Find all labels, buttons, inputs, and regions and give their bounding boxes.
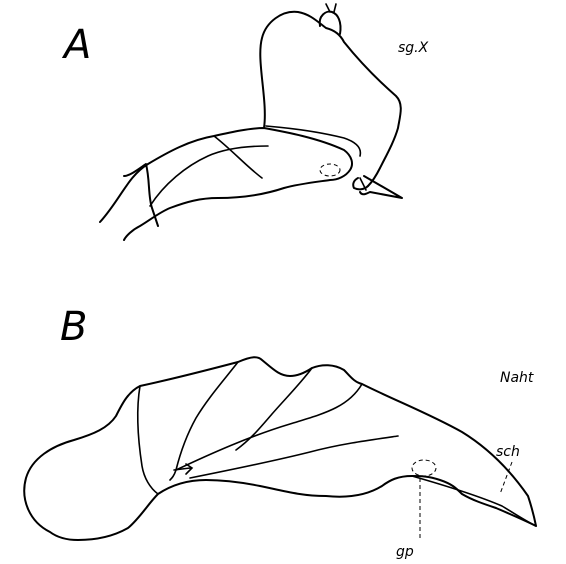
body-a-outline	[100, 128, 352, 240]
genital-pore-b	[412, 460, 436, 476]
sheath-leader	[500, 462, 512, 494]
bristle-2	[334, 4, 336, 12]
body-a-fold-right	[214, 136, 262, 178]
body-a-fold-mid	[150, 146, 268, 206]
segment-label: sg.X	[398, 40, 429, 56]
body-b-inner-4	[176, 384, 362, 470]
panel-b: B Naht sch gp	[24, 304, 536, 560]
segment-x-lobe	[260, 12, 400, 186]
panel-a: A sg.X	[61, 4, 429, 240]
genital-pore-label: gp	[396, 544, 414, 560]
sheath-inner	[412, 476, 536, 526]
suture-label: Naht	[500, 370, 534, 386]
body-b-inner-2	[170, 362, 238, 480]
body-b-inner-1	[138, 386, 158, 494]
panel-a-letter: A	[61, 22, 91, 68]
body-b-inner-3	[236, 368, 312, 450]
segment-x-knob	[320, 12, 341, 34]
panel-b-letter: B	[60, 304, 87, 350]
body-b-outline	[24, 357, 536, 540]
sheath-label: sch	[496, 444, 520, 460]
body-b-inner-5	[190, 436, 398, 478]
genital-pore-a	[320, 164, 340, 176]
